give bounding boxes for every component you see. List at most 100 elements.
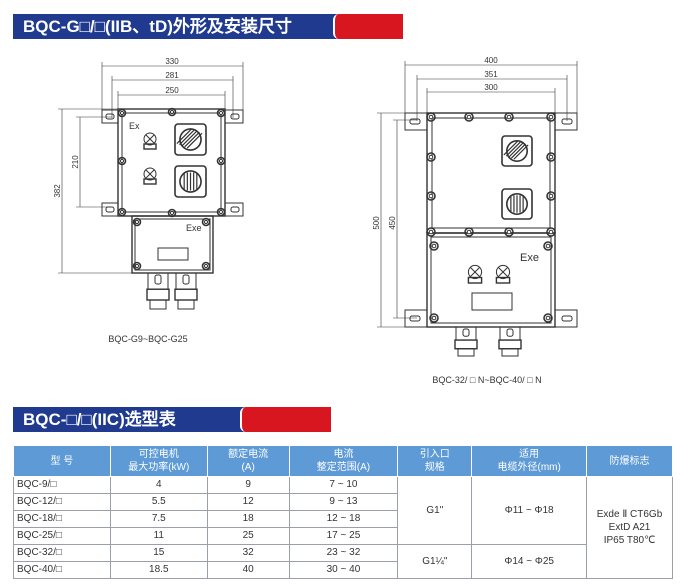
switches xyxy=(174,123,207,198)
cell-current: 40 xyxy=(206,561,290,579)
gland-slot xyxy=(462,328,470,337)
cell-power: 11 xyxy=(109,527,208,545)
dim-width-holes: 281 xyxy=(165,71,179,80)
bolt-icon xyxy=(546,152,556,162)
bolt-inner xyxy=(119,158,125,164)
lamp-base xyxy=(143,143,157,150)
header-line: 电流 xyxy=(333,449,354,460)
bolt-outer xyxy=(546,227,556,237)
bolt-inner xyxy=(203,263,209,269)
bolt-inner xyxy=(169,210,175,216)
bolt-icon xyxy=(201,217,211,227)
switch-plate xyxy=(174,165,207,198)
nameplate xyxy=(157,247,189,261)
bolt-inner xyxy=(428,193,434,199)
bolt-icon xyxy=(426,112,436,122)
bolt-inner xyxy=(218,209,224,215)
bolts xyxy=(426,112,556,323)
bolt-inner xyxy=(119,209,125,215)
switches xyxy=(501,135,533,220)
dim-height-holes: 450 xyxy=(388,216,397,230)
gland-slot xyxy=(182,274,190,285)
bolt-inner xyxy=(506,114,512,120)
bolt-outer xyxy=(546,112,556,122)
cell-range: 30 ~ 40 xyxy=(288,561,399,579)
bolt-icon xyxy=(201,261,211,271)
cell-power: 18.5 xyxy=(109,561,208,579)
title-red-accent xyxy=(240,407,331,432)
bolt-icon xyxy=(504,112,514,122)
header-line: 电缆外径(mm) xyxy=(497,462,561,473)
ex-label: Ex xyxy=(129,121,140,131)
bolt-outer xyxy=(216,108,226,118)
bolt-outer xyxy=(543,241,553,251)
bolt-inner xyxy=(545,315,551,321)
cell-power: 4 xyxy=(109,476,208,494)
gland-tail xyxy=(501,348,519,357)
bolt-icon xyxy=(429,241,439,251)
selection-table: 型 号 可控电机最大功率(kW) 额定电流(A) 电流整定范围(A) 引入口规格… xyxy=(13,445,673,579)
section-title-dimensions: BQC-G□/□(IIB、tD)外形及安装尺寸 xyxy=(13,14,403,39)
bolt-outer xyxy=(216,156,226,166)
lamp-lens xyxy=(495,264,511,280)
header-line: 适用 xyxy=(519,449,540,460)
cable-gland-icon xyxy=(498,326,522,357)
cell-model: BQC-9/□ xyxy=(13,476,111,494)
gland-nut xyxy=(174,288,198,301)
bolt-outer xyxy=(426,227,436,237)
rotary-switch-icon xyxy=(174,165,207,198)
bolt-outer xyxy=(546,191,556,201)
table-header-row: 型 号 可控电机最大功率(kW) 额定电流(A) 电流整定范围(A) 引入口规格… xyxy=(13,445,673,477)
switch-knob xyxy=(179,170,202,193)
cell-model: BQC-25/□ xyxy=(13,527,111,545)
bolt-outer xyxy=(216,207,226,217)
bolt-inner xyxy=(548,154,554,160)
bolt-icon xyxy=(426,191,436,201)
cable-glands xyxy=(454,326,522,357)
bolt-icon xyxy=(117,108,127,118)
dimension-drawings: 330 281 250 382 210 Ex Exe BQC-G9~BQC-G2… xyxy=(53,56,578,385)
bolt-icon xyxy=(504,227,514,237)
lamp-cross xyxy=(145,169,155,179)
header-line: 额定电流 xyxy=(228,449,269,460)
switch-plate xyxy=(174,123,207,156)
cell-model: BQC-18/□ xyxy=(13,510,111,528)
header-power: 可控电机最大功率(kW) xyxy=(109,445,208,477)
dim-width-total: 400 xyxy=(484,56,498,65)
dim-height-holes: 210 xyxy=(71,155,80,169)
bolts xyxy=(117,107,226,271)
marking-line: ExtD A21 xyxy=(608,522,651,533)
cell-range: 12 ~ 18 xyxy=(288,510,399,528)
bolt-inner xyxy=(428,154,434,160)
bolt-outer xyxy=(504,112,514,122)
cell-range: 23 ~ 32 xyxy=(288,544,399,562)
cable-gland-icon xyxy=(146,272,170,310)
cell-current: 9 xyxy=(206,476,290,494)
lamp-base xyxy=(143,178,157,185)
nameplate xyxy=(471,292,513,311)
indicator-lamps xyxy=(143,132,157,185)
bolt-inner xyxy=(431,243,437,249)
bolt-inner xyxy=(169,109,175,115)
cell-range: 7 ~ 10 xyxy=(288,476,399,494)
gland-slot xyxy=(506,328,514,337)
bolt-icon xyxy=(216,207,226,217)
indicator-lamp-icon xyxy=(467,264,483,284)
bolt-inner xyxy=(431,315,437,321)
bolt-inner xyxy=(218,110,224,116)
header-entry: 引入口规格 xyxy=(397,445,473,477)
lamp-cross xyxy=(470,267,480,277)
bolt-outer xyxy=(464,112,474,122)
knob-stripe xyxy=(181,130,198,147)
exe-label: Exe xyxy=(186,223,202,233)
bolt-outer xyxy=(464,227,474,237)
header-line: (A) xyxy=(241,462,255,473)
knob-stripe xyxy=(508,142,524,158)
cable-gland-icon xyxy=(454,326,478,357)
drawing-caption-left: BQC-G9~BQC-G25 xyxy=(108,334,187,344)
bolt-inner xyxy=(134,263,140,269)
switch-knob xyxy=(505,193,528,216)
header-line: 引入口 xyxy=(419,449,450,460)
